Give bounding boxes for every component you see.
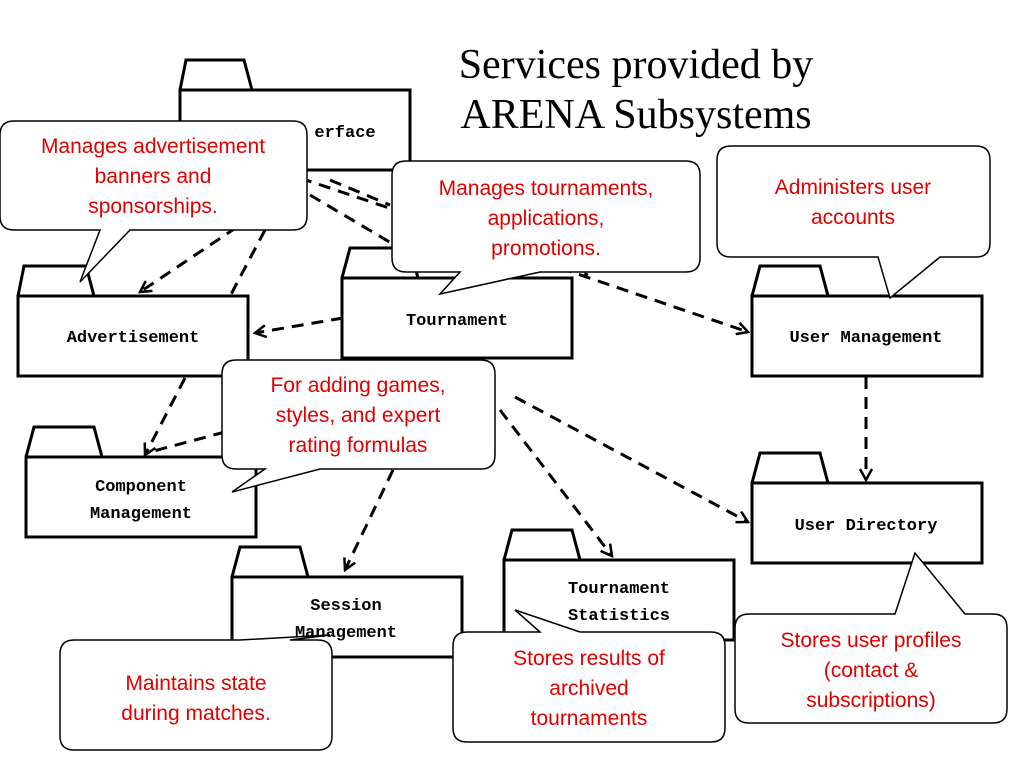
package-session-management[interactable]: Session Management bbox=[230, 545, 464, 659]
package-tab bbox=[750, 451, 830, 484]
package-body bbox=[340, 276, 574, 360]
package-tab bbox=[16, 264, 96, 297]
callout-bubble bbox=[59, 634, 333, 751]
package-session-line2: Management bbox=[295, 624, 397, 643]
title-line-2: ARENA Subsystems bbox=[460, 92, 811, 138]
callout-line: promotions. bbox=[491, 237, 601, 260]
callout-line: Manages advertisement bbox=[41, 135, 265, 158]
package-component-management[interactable]: Component Management bbox=[24, 425, 258, 539]
arrow-tournament-to-user-management bbox=[559, 266, 748, 332]
callout-line: tournaments bbox=[531, 707, 648, 730]
callout-user-management: Administers user accounts bbox=[716, 145, 991, 300]
callout-bubble bbox=[221, 359, 496, 493]
package-component-line1: Component bbox=[95, 478, 187, 497]
package-user-management-label: User Management bbox=[789, 329, 942, 348]
callout-line: archived bbox=[549, 677, 628, 700]
callout-line: Stores user profiles bbox=[781, 629, 962, 652]
callout-bubble bbox=[391, 160, 701, 296]
package-body bbox=[16, 294, 250, 378]
callout-component-management: For adding games, styles, and expert rat… bbox=[221, 359, 496, 493]
package-tab bbox=[230, 545, 310, 578]
package-tournament-label: Tournament bbox=[406, 312, 508, 331]
arrow-tournament-to-statistics bbox=[498, 409, 612, 556]
package-body bbox=[750, 481, 984, 565]
callout-line: subscriptions) bbox=[806, 689, 936, 712]
package-advertisement[interactable]: Advertisement bbox=[16, 264, 250, 378]
callout-bubble bbox=[734, 551, 1008, 724]
callout-bubble bbox=[0, 120, 308, 283]
package-user-management[interactable]: User Management bbox=[750, 264, 984, 378]
package-statistics-line1: Tournament bbox=[568, 580, 670, 599]
arrow-tournament-to-component bbox=[149, 430, 226, 454]
callout-session-management: Maintains state during matches. bbox=[59, 634, 333, 751]
callout-line: banners and bbox=[95, 165, 212, 188]
arrow-tournament-to-session bbox=[345, 469, 395, 570]
package-body bbox=[750, 294, 984, 378]
arrow-tournament-to-advertisement bbox=[255, 316, 344, 333]
callout-line: Administers user bbox=[775, 176, 931, 199]
package-user-directory[interactable]: User Directory bbox=[750, 451, 984, 565]
arrow-tournament-to-user-directory bbox=[514, 395, 748, 522]
package-interface-label: erface bbox=[314, 124, 375, 143]
package-session-line1: Session bbox=[310, 597, 381, 616]
package-component-line2: Management bbox=[90, 505, 192, 524]
package-tab bbox=[502, 528, 582, 561]
package-statistics-line2: Statistics bbox=[568, 607, 670, 626]
callout-line: during matches. bbox=[121, 702, 270, 725]
callout-line: (contact & bbox=[824, 659, 919, 682]
callout-line: sponsorships. bbox=[88, 195, 218, 218]
arrow-interface-to-component bbox=[226, 229, 267, 301]
package-body bbox=[24, 455, 258, 539]
callout-user-directory: Stores user profiles (contact & subscrip… bbox=[734, 551, 1008, 724]
arrow-advertisement-to-component bbox=[145, 377, 187, 455]
package-user-directory-label: User Directory bbox=[795, 517, 938, 536]
callout-line: Manages tournaments, bbox=[439, 177, 654, 200]
package-tab bbox=[750, 264, 830, 297]
package-body bbox=[230, 575, 464, 659]
title-line-1: Services provided by bbox=[459, 42, 814, 88]
package-tournament[interactable]: Tournament bbox=[340, 246, 574, 360]
callout-line: For adding games, bbox=[270, 374, 445, 397]
callout-bubble bbox=[716, 145, 991, 300]
diagram-title: Services provided by ARENA Subsystems bbox=[459, 42, 814, 138]
callout-tournament-statistics: Stores results of archived tournaments bbox=[452, 609, 726, 743]
arrow-interface-dash bbox=[329, 178, 391, 207]
callout-line: accounts bbox=[811, 206, 895, 229]
callout-line: applications, bbox=[488, 207, 605, 230]
callout-bubble bbox=[452, 609, 726, 743]
callout-advertisement: Manages advertisement banners and sponso… bbox=[0, 120, 308, 283]
callout-line: styles, and expert bbox=[276, 404, 441, 427]
package-tab bbox=[178, 58, 254, 91]
package-advertisement-label: Advertisement bbox=[67, 329, 200, 348]
callout-tournament: Manages tournaments, applications, promo… bbox=[391, 160, 701, 296]
callout-line: Stores results of bbox=[513, 647, 665, 670]
package-tab bbox=[24, 425, 104, 458]
callout-line: Maintains state bbox=[125, 672, 266, 695]
callout-line: rating formulas bbox=[289, 434, 428, 457]
